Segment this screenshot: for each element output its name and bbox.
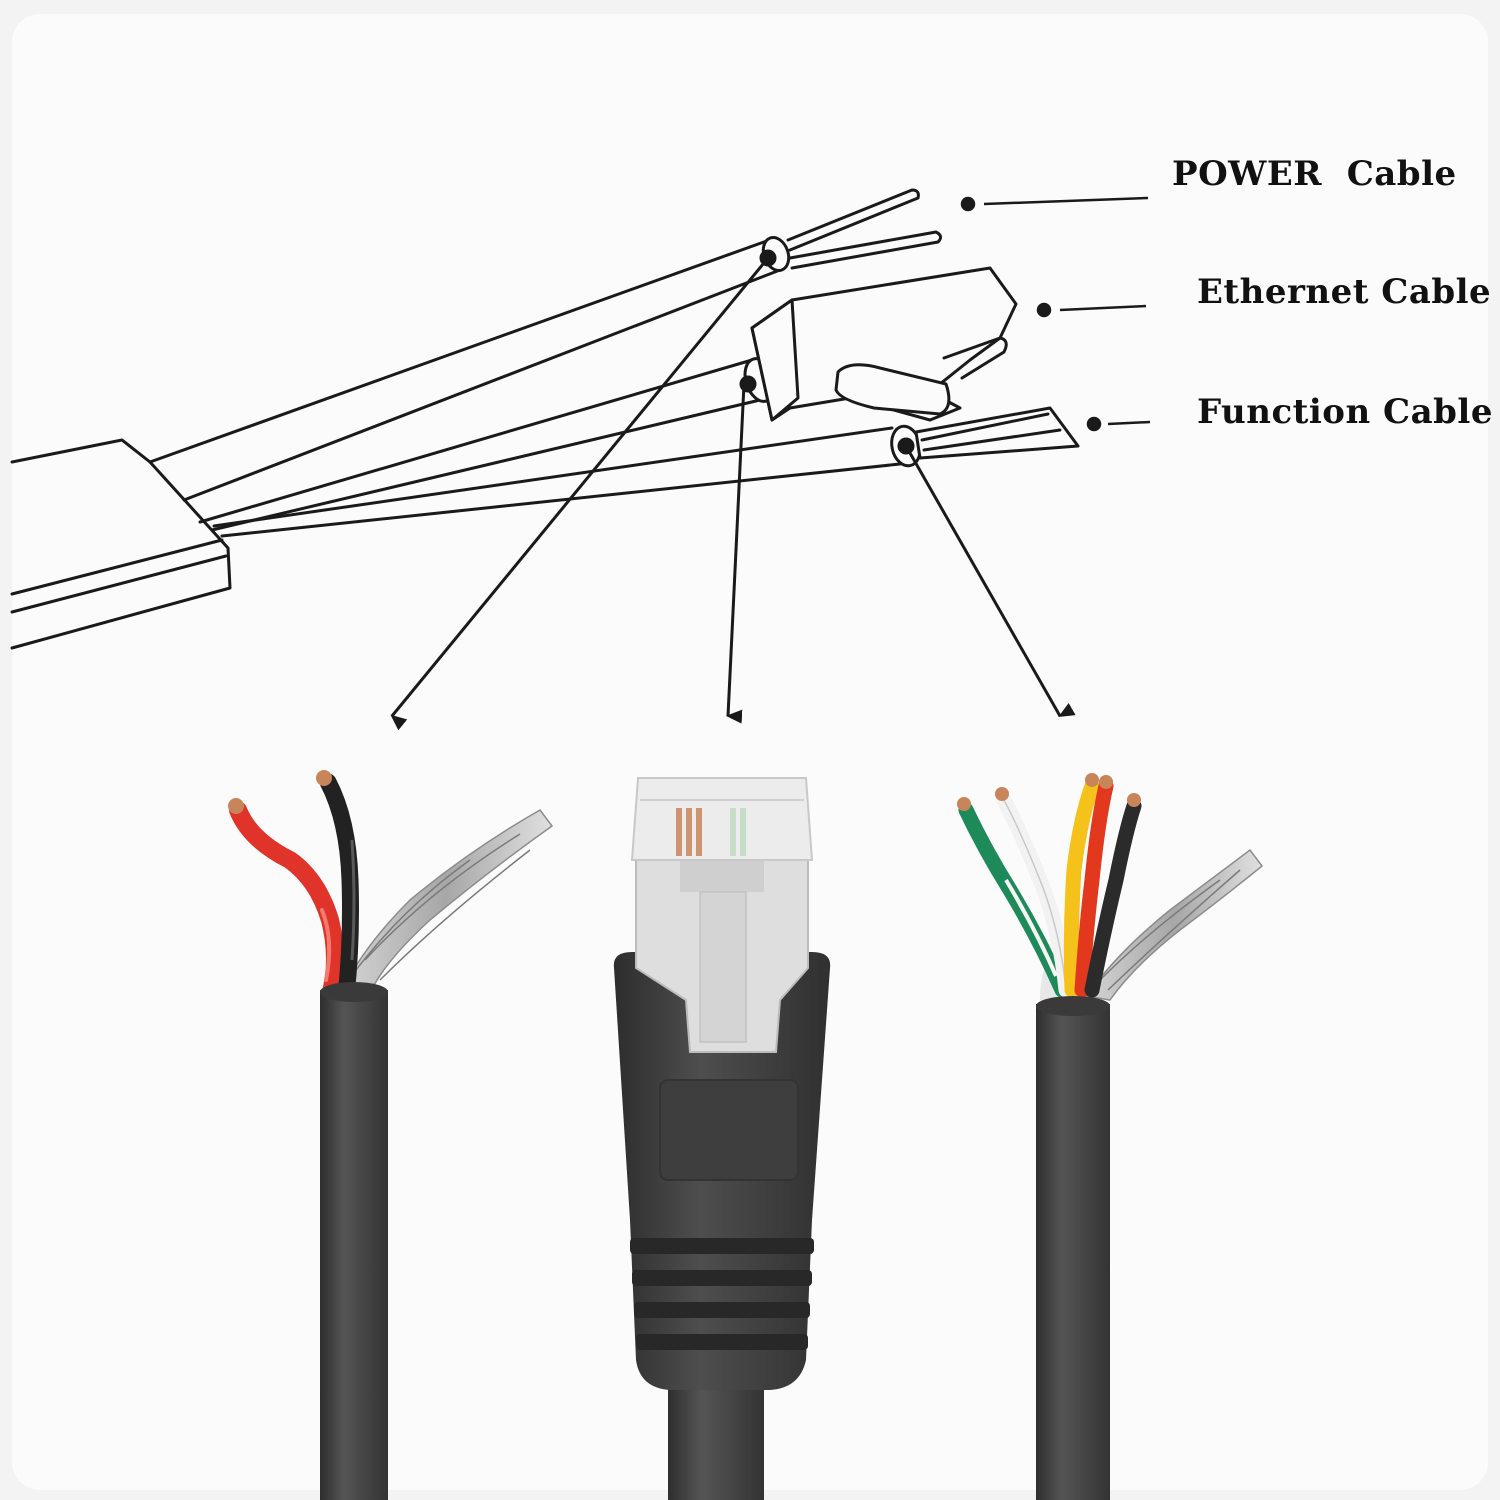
function-cable-photo xyxy=(957,773,1264,1500)
power-red-wire xyxy=(229,801,344,1005)
rj45-boot-recess xyxy=(659,1079,799,1181)
rj45-cable xyxy=(668,1370,764,1500)
power-cable-line xyxy=(148,236,777,464)
function-wire-tips xyxy=(957,773,1141,811)
power-wire-2 xyxy=(788,230,943,270)
power-callout-dot xyxy=(960,196,976,212)
power-cable-label: POWER Cable xyxy=(1172,154,1457,194)
function-cable-jacket xyxy=(1036,1004,1110,1500)
function-black-wire xyxy=(1084,798,1142,998)
ethernet-cable-line-lower xyxy=(210,398,762,532)
ethernet-arrow xyxy=(726,383,746,724)
rj45-photo xyxy=(613,777,831,1500)
function-cable-label: Function Cable xyxy=(1197,392,1493,432)
function-shield-braid xyxy=(1084,848,1264,1001)
function-callout-dot xyxy=(1086,416,1102,432)
ethernet-callout-line xyxy=(1059,304,1147,312)
main-sheath-inner-line-2 xyxy=(10,538,224,596)
rj45-sketch-front xyxy=(750,298,800,422)
power-cable-photo xyxy=(228,770,554,1500)
power-black-wire-tip xyxy=(316,770,332,786)
ethernet-callout-dot xyxy=(1036,302,1052,318)
function-callout-line xyxy=(1107,420,1151,426)
power-arrow xyxy=(390,257,770,731)
power-red-wire-tip xyxy=(228,798,244,814)
power-wire-1 xyxy=(786,188,920,252)
function-yellow-wire xyxy=(1063,778,1100,998)
callouts xyxy=(960,196,1151,432)
line-art-bundle xyxy=(10,188,1080,650)
rj45-contacts xyxy=(676,808,702,856)
ethernet-cable-label: Ethernet Cable xyxy=(1197,272,1492,312)
power-cable-line-lower xyxy=(182,268,782,502)
rj45-sketch-clip xyxy=(942,336,1008,380)
rj45-boot-ribs xyxy=(630,1238,814,1350)
main-sheath xyxy=(10,438,232,650)
rj45-clear-head xyxy=(630,777,814,861)
power-callout-line xyxy=(983,196,1149,206)
ethernet-cable-line xyxy=(198,358,754,524)
rj45-sketch-latch xyxy=(834,363,951,416)
function-cable-line xyxy=(212,426,894,528)
function-arrow xyxy=(904,445,1076,717)
function-cable-line-lower xyxy=(220,462,902,538)
power-black-wire xyxy=(319,773,359,1005)
main-sheath-inner-line xyxy=(10,554,228,614)
power-shield-braid xyxy=(338,809,554,999)
arrows xyxy=(390,249,1076,731)
function-red-wire xyxy=(1074,778,1114,998)
power-cable-jacket xyxy=(320,990,388,1500)
